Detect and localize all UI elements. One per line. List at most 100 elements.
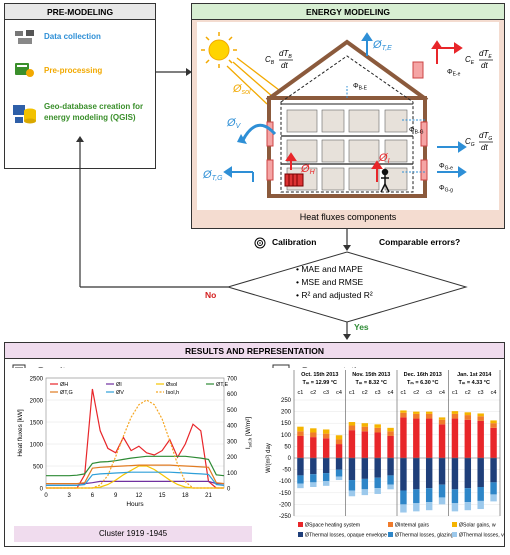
bar-segment xyxy=(438,484,446,498)
bar-segment xyxy=(451,411,459,414)
legend-label: ØI xyxy=(116,382,122,388)
y-tick-label: -100 xyxy=(279,479,292,485)
y-tick-label: 2000 xyxy=(30,399,44,405)
y2-tick-label: 500 xyxy=(227,408,238,414)
x-tick-label: 3 xyxy=(68,493,72,499)
bar-segment xyxy=(477,487,484,501)
cluster-caption: Cluster 1919 -1945 xyxy=(14,526,252,542)
y2-tick-label: 200 xyxy=(227,455,238,461)
y-tick-label: 250 xyxy=(281,398,292,404)
bar-segment xyxy=(361,431,369,458)
bar-segment xyxy=(348,422,356,426)
category-label: c3 xyxy=(426,390,432,396)
bar-segment xyxy=(297,431,304,436)
bar-segment xyxy=(464,502,472,511)
group-tm: Tₘ = 8.32 °C xyxy=(356,380,387,386)
y-tick-label: 50 xyxy=(284,444,291,450)
house-diagram: Øsol ØV ØT,G ØT,E ØH ØI CB dTB dt CE dTE… xyxy=(197,22,499,210)
bar-segment xyxy=(400,458,407,491)
energy-modeling-title: ENERGY MODELING xyxy=(192,4,504,20)
bar-segment xyxy=(464,458,472,489)
series-line xyxy=(46,399,224,489)
group-tm: Tₘ = 4.33 °C xyxy=(459,380,490,386)
legend-swatch xyxy=(298,532,303,537)
category-label: c3 xyxy=(478,390,484,396)
bar-segment xyxy=(374,477,381,489)
legend-label: ØThermal losses, opaque envelope xyxy=(305,533,387,539)
metric-item: • MAE and MAPE xyxy=(296,264,363,274)
legend-label: ØSpace heating system xyxy=(305,523,360,529)
data-collection-icon xyxy=(14,29,36,45)
bar-segment xyxy=(348,430,356,458)
heat-fluxes-caption: Heat fluxes components xyxy=(299,212,397,222)
y2-tick-label: 100 xyxy=(227,471,238,477)
bar-segment xyxy=(425,502,433,511)
bar-segment xyxy=(322,438,330,458)
bar-segment xyxy=(464,419,472,458)
svg-text:CB: CB xyxy=(265,55,275,66)
svg-text:dt: dt xyxy=(481,143,488,152)
bar-segment xyxy=(490,458,497,483)
bar-segment xyxy=(335,476,343,481)
bar-segment xyxy=(297,435,304,458)
legend-swatch xyxy=(452,522,457,527)
bar-segment xyxy=(451,418,459,458)
group-title: Nov. 15th 2013 xyxy=(352,372,390,378)
bar-segment xyxy=(387,475,394,485)
bar-segment xyxy=(438,417,446,420)
bar-segment xyxy=(400,504,407,513)
bar-segment xyxy=(464,412,472,416)
legend-label: ØH xyxy=(60,382,68,388)
y-tick-label: 150 xyxy=(281,421,292,427)
svg-text:CE: CE xyxy=(465,55,475,66)
y-tick-label: 2500 xyxy=(30,377,44,383)
bar-segment xyxy=(348,490,356,497)
legend-label: Øsol xyxy=(166,382,177,388)
bar-segment xyxy=(361,426,369,432)
y-tick-label: 100 xyxy=(281,433,292,439)
category-label: c1 xyxy=(349,390,355,396)
premodeling-item-geodatabase: Geo-database creation for energy modelin… xyxy=(44,102,144,122)
bar-segment xyxy=(387,431,394,436)
bar-segment xyxy=(322,433,330,439)
x-tick-label: 18 xyxy=(182,493,189,499)
bar-segment xyxy=(310,437,317,458)
y2-tick-label: 600 xyxy=(227,392,238,398)
bar-segment xyxy=(310,482,317,487)
svg-text:ØI: ØI xyxy=(378,152,390,165)
bar-segment xyxy=(348,480,356,491)
svg-text:dTE: dTE xyxy=(479,49,492,60)
legend-label: Isol,h xyxy=(166,390,179,396)
svg-text:ΦB-G: ΦB-G xyxy=(409,127,424,136)
bar-segment xyxy=(413,489,420,504)
group-tm: Tₘ = 6.30 °C xyxy=(407,380,438,386)
bar-segment xyxy=(297,483,304,489)
bar-segment xyxy=(400,412,407,418)
y2-axis-label: Isol,h [W/m²] xyxy=(245,417,253,449)
database-icon xyxy=(12,103,38,127)
bar-segment xyxy=(348,458,356,481)
bar-segment xyxy=(477,416,484,421)
category-label: c3 xyxy=(323,390,329,396)
bar-segment xyxy=(425,411,433,414)
bar-segment xyxy=(438,424,446,458)
bar-segment xyxy=(413,503,420,512)
category-label: c4 xyxy=(388,390,394,396)
svg-text:dt: dt xyxy=(281,61,288,70)
bar-segment xyxy=(310,428,317,433)
bar-segment xyxy=(464,415,472,420)
bar-segment xyxy=(490,420,497,424)
legend-swatch xyxy=(452,532,457,537)
bar-segment xyxy=(387,427,394,432)
no-label: No xyxy=(205,290,217,300)
bar-segment xyxy=(490,423,497,428)
bar-segment xyxy=(413,413,420,419)
bar-segment xyxy=(387,484,394,490)
results-panel xyxy=(4,342,505,547)
bar-segment xyxy=(335,435,343,440)
category-label: c1 xyxy=(401,390,407,396)
y-axis-label: Heat fluxes [kW] xyxy=(17,409,24,457)
legend-swatch xyxy=(298,522,303,527)
